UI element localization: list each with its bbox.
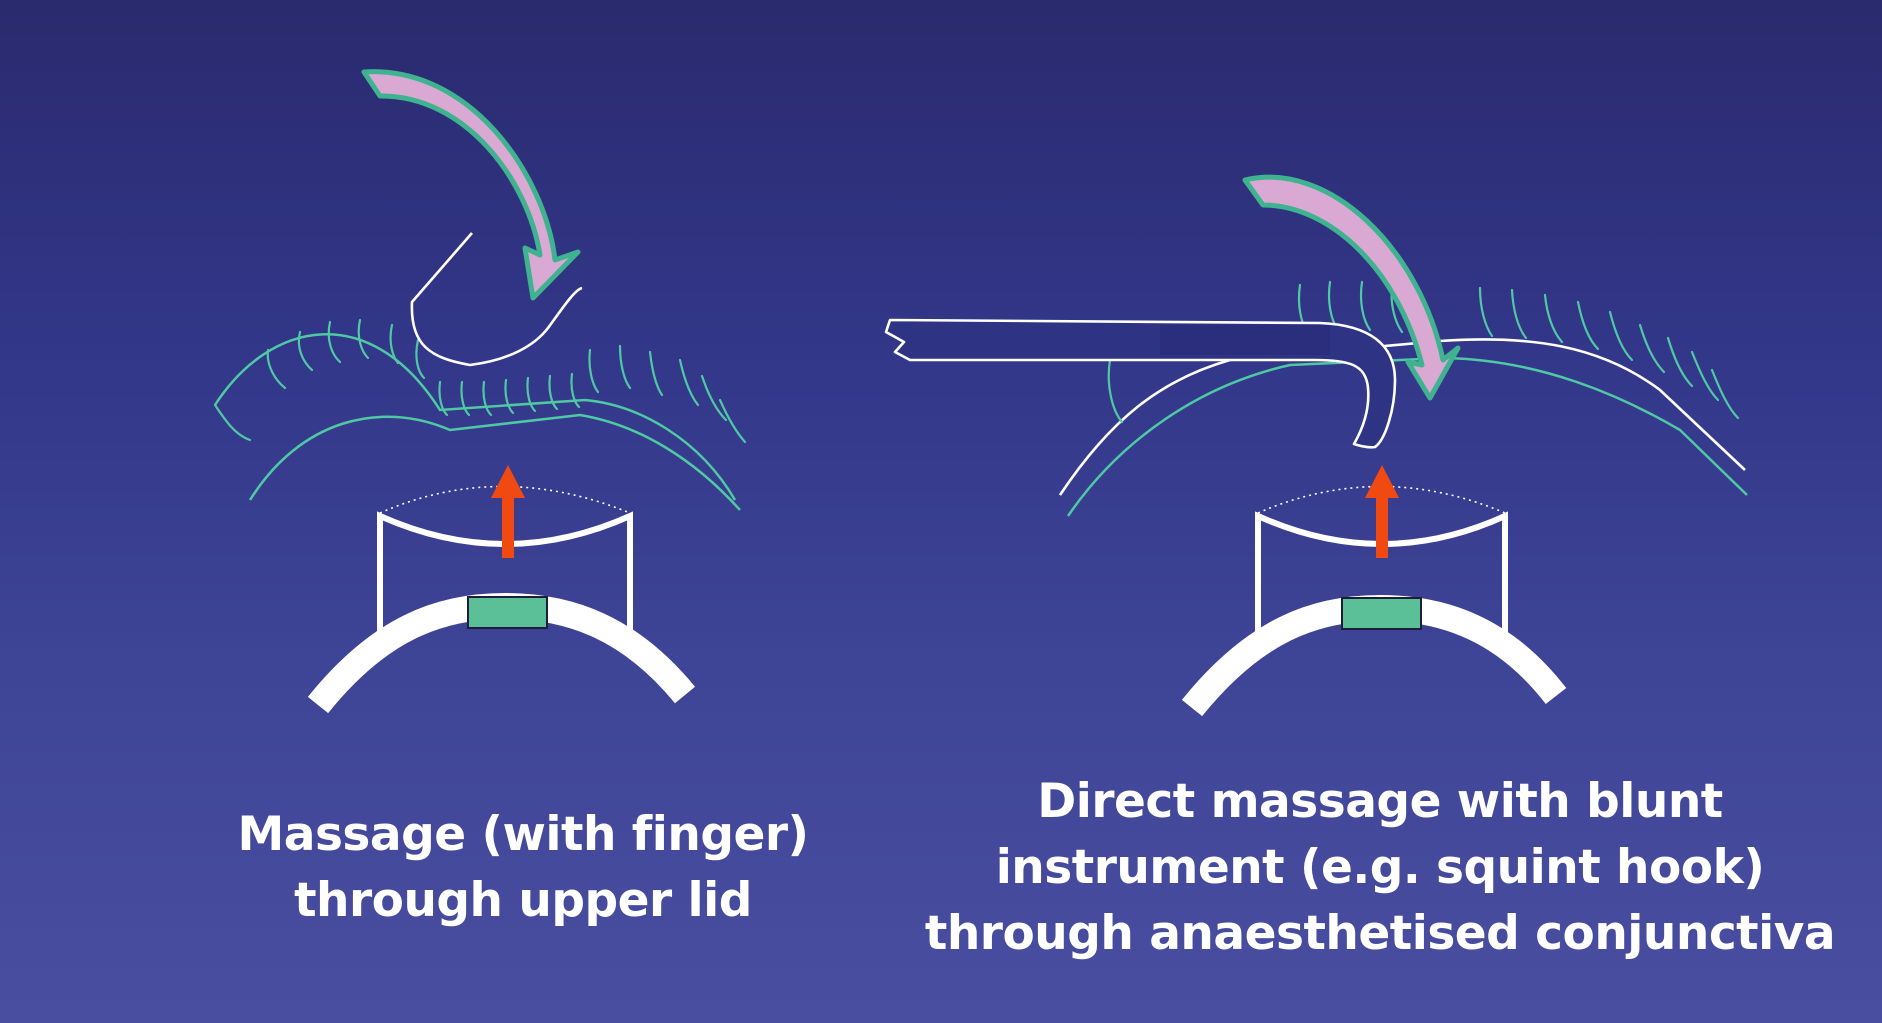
left-upper-eyelid	[213, 333, 741, 511]
curved-arrow-icon	[1242, 174, 1461, 401]
left-scleral-flap	[467, 596, 548, 629]
right-panel-instrument-massage	[884, 174, 1748, 717]
right-scleral-flap	[1341, 597, 1422, 630]
caption-line: through upper lid	[294, 873, 752, 928]
caption-line: instrument (e.g. squint hook)	[995, 840, 1765, 895]
left-finger	[410, 232, 583, 367]
right-lid-inner	[1066, 356, 1748, 517]
curved-arrow-icon	[361, 69, 581, 301]
caption-line: through anaesthetised conjunctiva	[924, 906, 1836, 961]
up-arrow-icon	[1365, 465, 1399, 558]
caption-line: Massage (with finger)	[237, 807, 809, 862]
left-eyelashes	[213, 318, 747, 444]
squint-hook-instrument	[884, 318, 1397, 449]
left-panel-finger-massage	[213, 69, 747, 714]
caption-finger-massage: Massage (with finger) through upper lid	[200, 802, 846, 934]
caption-instrument-massage: Direct massage with blunt instrument (e.…	[920, 769, 1840, 967]
right-eyelashes	[1107, 280, 1740, 424]
up-arrow-icon	[491, 465, 525, 558]
right-lid-outline	[1058, 338, 1746, 496]
caption-line: Direct massage with blunt	[1037, 774, 1723, 829]
